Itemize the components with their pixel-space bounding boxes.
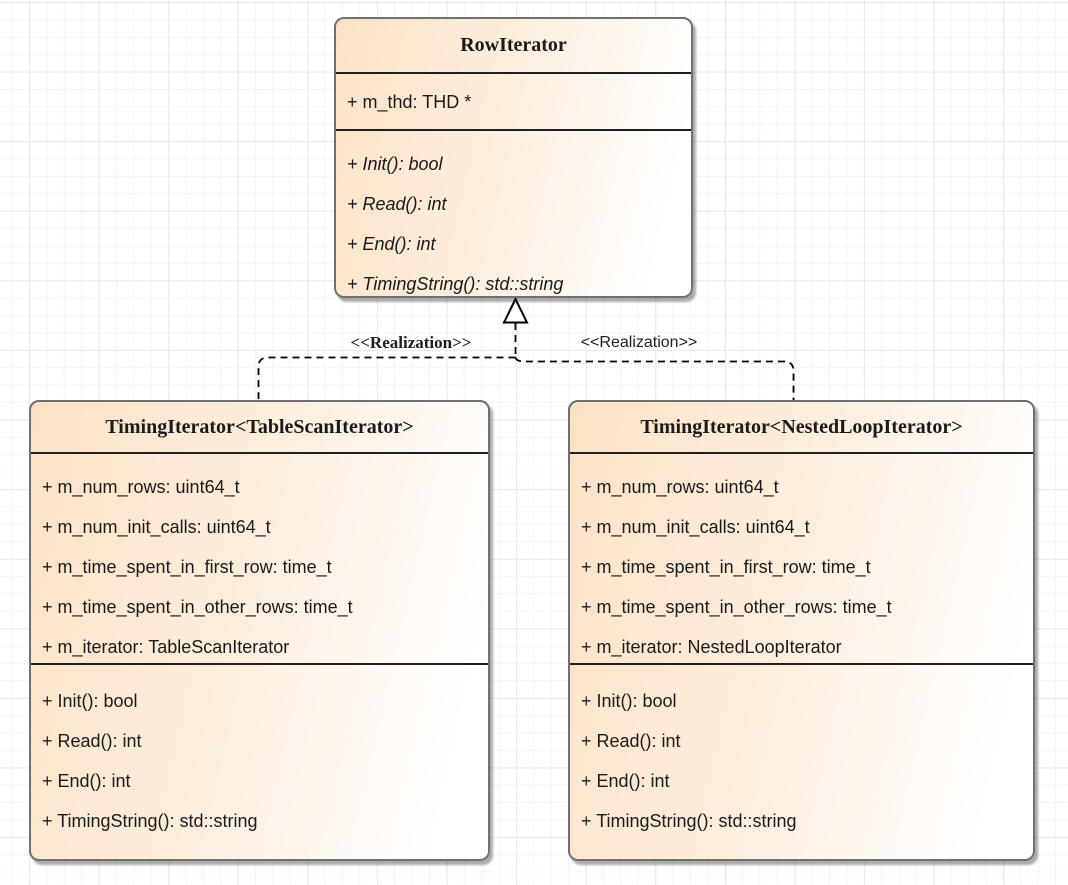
methods-section: + Init(): bool + Read(): int + End(): in…: [570, 663, 1033, 859]
class-title: RowIterator: [460, 34, 567, 56]
attributes-section: + m_num_rows: uint64_t + m_num_init_call…: [31, 452, 488, 663]
attribute-row: + m_num_init_calls: uint64_t: [581, 517, 810, 537]
class-rowiterator[interactable]: RowIterator + m_thd: THD * + Init(): boo…: [334, 17, 693, 298]
class-timingiterator-nestedloop[interactable]: TimingIterator<NestedLoopIterator> + m_n…: [568, 400, 1035, 861]
method-row: + Init(): bool: [581, 691, 677, 711]
class-timingiterator-tablescan[interactable]: TimingIterator<TableScanIterator> + m_nu…: [29, 400, 490, 861]
attribute-row: + m_time_spent_in_other_rows: time_t: [42, 597, 353, 617]
attribute-row: + m_time_spent_in_first_row: time_t: [581, 557, 871, 577]
method-row: + Init(): bool: [347, 154, 443, 174]
attributes-section: + m_thd: THD *: [336, 72, 691, 129]
attribute-row: + m_num_init_calls: uint64_t: [42, 517, 271, 537]
method-row: + Read(): int: [347, 194, 447, 214]
methods-section: + Init(): bool + Read(): int + End(): in…: [31, 663, 488, 859]
method-row: + End(): int: [347, 234, 436, 254]
class-title: TimingIterator<NestedLoopIterator>: [640, 415, 963, 438]
method-row: + TimingString(): std::string: [347, 274, 564, 294]
attribute-row: + m_num_rows: uint64_t: [581, 477, 779, 497]
attribute-row: + m_num_rows: uint64_t: [42, 477, 240, 497]
method-row: + Read(): int: [42, 731, 142, 751]
method-row: + Read(): int: [581, 731, 681, 751]
method-row: + End(): int: [581, 771, 670, 791]
attributes-section: + m_num_rows: uint64_t + m_num_init_call…: [570, 452, 1033, 663]
method-row: + End(): int: [42, 771, 131, 791]
attribute-row: + m_iterator: TableScanIterator: [42, 637, 290, 657]
method-row: + TimingString(): std::string: [581, 811, 797, 831]
realization-edge-left[interactable]: [257, 356, 516, 401]
attribute-row: + m_time_spent_in_first_row: time_t: [42, 557, 332, 577]
realization-label-left: <<Realization>>: [350, 333, 472, 352]
class-title: TimingIterator<TableScanIterator>: [105, 415, 414, 438]
realization-label-right: <<Realization>>: [580, 334, 698, 351]
attribute-row: + m_thd: THD *: [347, 92, 472, 112]
method-row: + TimingString(): std::string: [42, 811, 258, 831]
realization-edge-right[interactable]: [514, 357, 795, 401]
methods-section: + Init(): bool + Read(): int + End(): in…: [336, 129, 691, 304]
method-row: + Init(): bool: [42, 691, 138, 711]
attribute-row: + m_time_spent_in_other_rows: time_t: [581, 597, 892, 617]
attribute-row: + m_iterator: NestedLoopIterator: [581, 637, 842, 657]
